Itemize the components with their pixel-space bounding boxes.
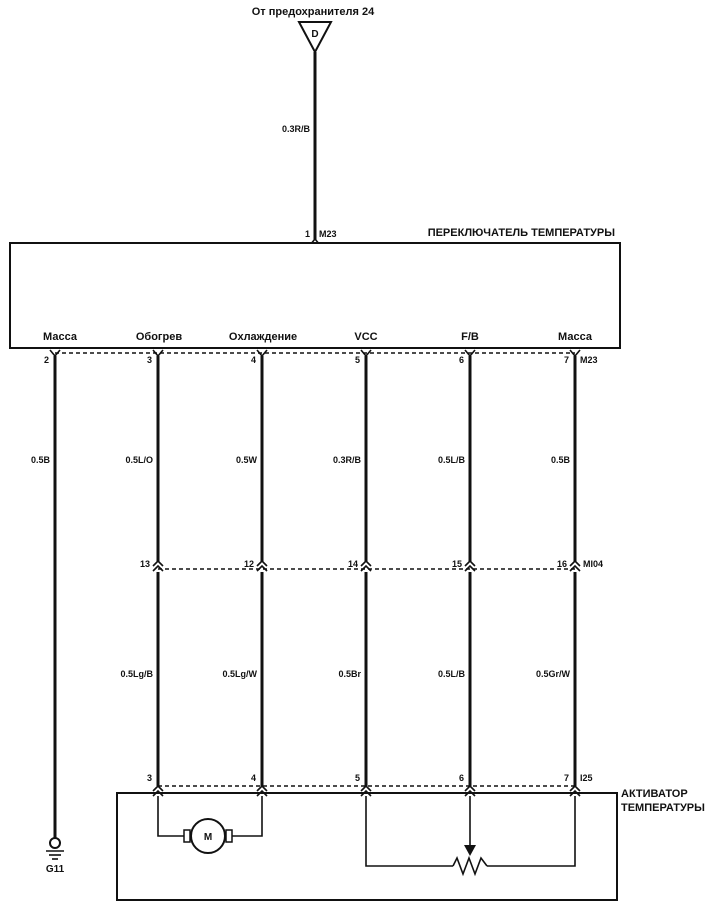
mid-pin-15: 15: [452, 559, 462, 569]
mid-connector-name: MI04: [583, 559, 603, 569]
fuse-letter: D: [311, 29, 318, 40]
motor-lead-left: [157, 796, 184, 837]
actuator-connector-marks: [152, 784, 581, 797]
pot-lead-left: [365, 796, 453, 867]
motor-label: M: [204, 832, 212, 843]
temperature-switch: [9, 242, 621, 349]
terminal-label-fb: F/B: [461, 331, 479, 343]
terminal-label-heat: Обогрев: [136, 331, 182, 343]
wire-label-heat-upper: 0.5L/O: [125, 455, 153, 465]
mid-connector-marks: [152, 559, 581, 572]
wire-label-ground-upper: 0.5B: [551, 455, 571, 465]
actuator-pin-6: 6: [459, 773, 464, 783]
terminal-label-ground-2: Масса: [558, 331, 593, 343]
ground-wire-label: 0.5B: [31, 455, 51, 465]
wiper-arrow-icon: [464, 845, 476, 856]
switch-pin-6: 6: [459, 355, 464, 365]
actuator-title-line2: ТЕМПЕРАТУРЫ: [621, 802, 705, 814]
mid-pin-14: 14: [348, 559, 358, 569]
wire-label-vcc-lower: 0.5Br: [338, 669, 361, 679]
fuse-source-icon: [297, 21, 333, 55]
source-label: От предохранителя 24: [252, 6, 375, 18]
switch-title: ПЕРЕКЛЮЧАТЕЛЬ ТЕМПЕРАТУРЫ: [428, 227, 616, 239]
terminal-label-cool: Охлаждение: [229, 331, 297, 343]
terminal-label-ground: Масса: [43, 331, 78, 343]
source-wire-label: 0.3R/B: [282, 124, 311, 134]
source-connector: M23: [319, 229, 337, 239]
motor-lead-right: [232, 796, 263, 837]
wire-label-fb-lower: 0.5L/B: [438, 669, 466, 679]
wire-label-cool-upper: 0.5W: [236, 455, 258, 465]
wire-label-cool-lower: 0.5Lg/W: [222, 669, 257, 679]
wire-label-vcc-upper: 0.3R/B: [333, 455, 362, 465]
motor-icon: [190, 818, 226, 854]
actuator-pin-4: 4: [251, 773, 256, 783]
temperature-actuator: [116, 792, 618, 901]
ground-label: G11: [46, 864, 65, 875]
wire-label-fb-upper: 0.5L/B: [438, 455, 466, 465]
wire-label-ground-lower: 0.5Gr/W: [536, 669, 571, 679]
actuator-pin-7: 7: [564, 773, 569, 783]
mid-pin-16: 16: [557, 559, 567, 569]
actuator-pin-3: 3: [147, 773, 152, 783]
switch-pin-5: 5: [355, 355, 360, 365]
mid-pin-12: 12: [244, 559, 254, 569]
actuator-connector: I25: [580, 773, 593, 783]
actuator-title-line1: АКТИВАТОР: [621, 788, 688, 800]
actuator-pin-5: 5: [355, 773, 360, 783]
switch-pin-7: 7: [564, 355, 569, 365]
source-pin: 1: [305, 229, 310, 239]
switch-connector: M23: [580, 355, 598, 365]
mid-pin-13: 13: [140, 559, 150, 569]
terminal-label-vcc: VCC: [354, 331, 377, 343]
switch-pin-2: 2: [44, 355, 49, 365]
switch-pin-4: 4: [251, 355, 256, 365]
wire-label-heat-lower: 0.5Lg/B: [120, 669, 153, 679]
motor-terminal-right: [225, 829, 233, 843]
motor-terminal-left: [183, 829, 191, 843]
potentiometer-icon: [452, 855, 488, 877]
pot-lead-right: [487, 796, 576, 867]
switch-pin-3: 3: [147, 355, 152, 365]
ground-terminal-icon: [49, 837, 61, 849]
